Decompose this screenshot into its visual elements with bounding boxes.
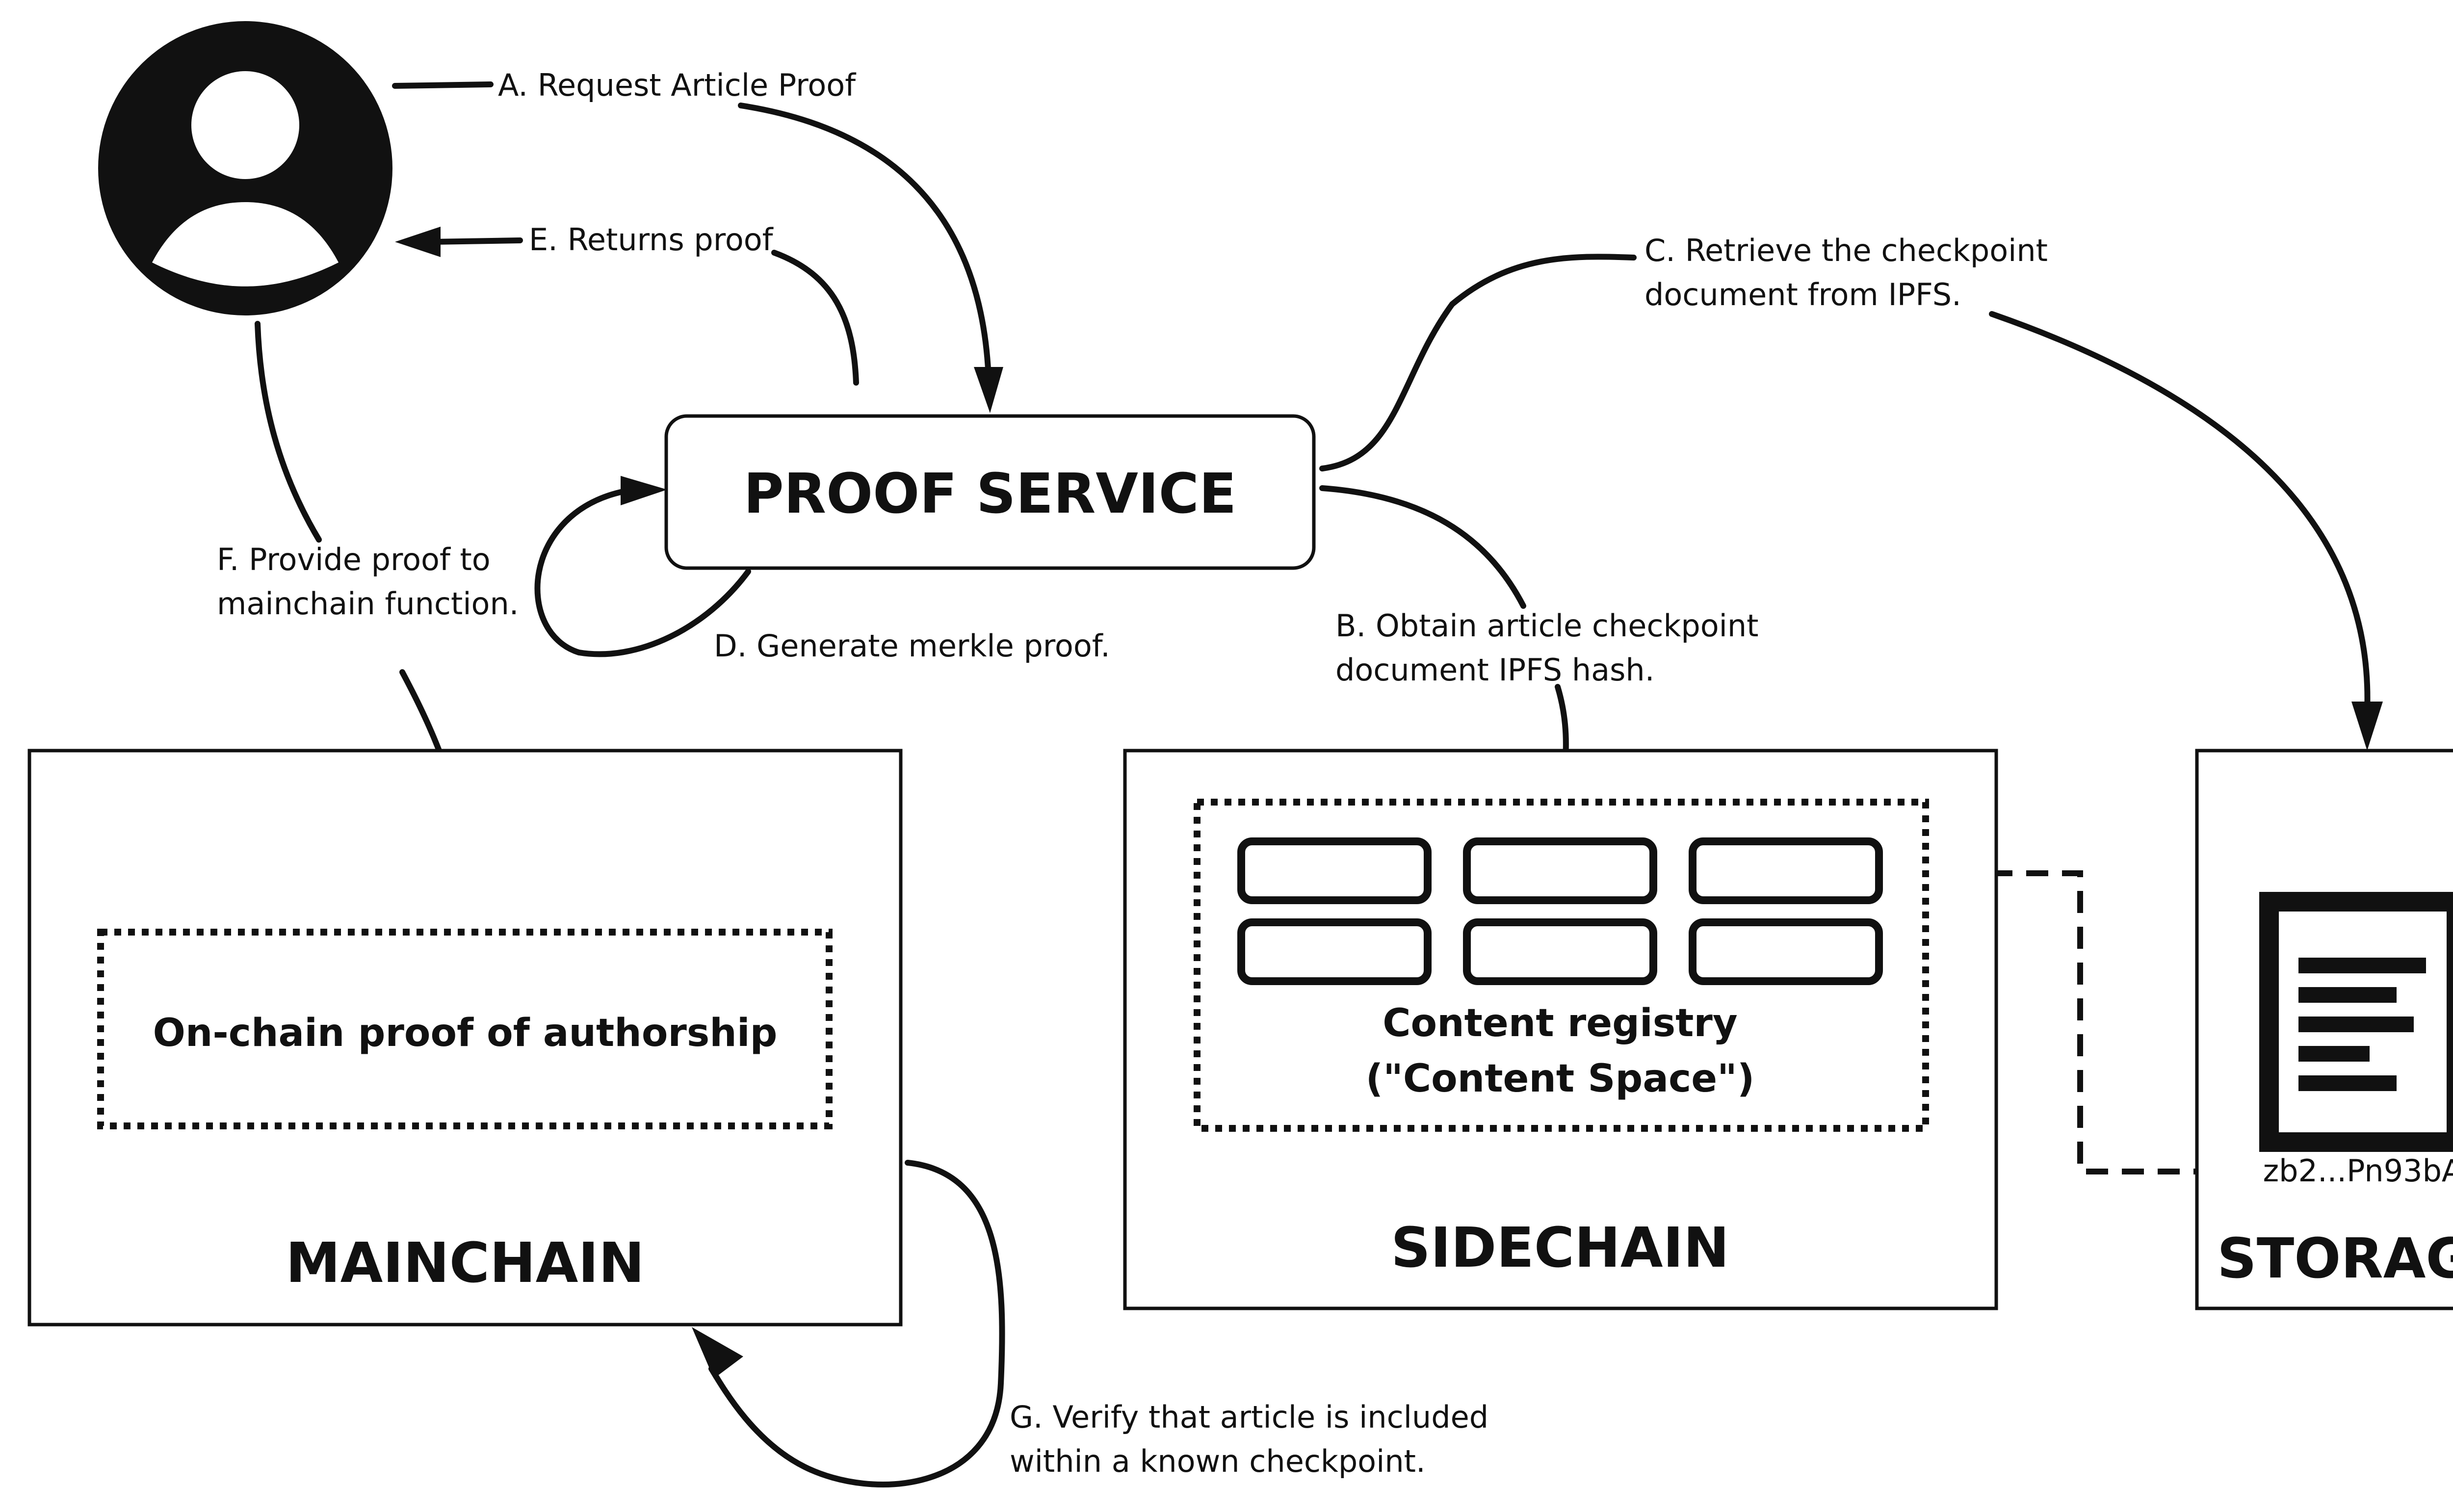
registry-cell bbox=[1463, 837, 1657, 904]
proof-service-title: PROOF SERVICE bbox=[744, 462, 1237, 526]
document-icon bbox=[2259, 892, 2453, 1152]
content-registry-box bbox=[1194, 799, 1929, 1132]
step-c-label-line2: document from IPFS. bbox=[1644, 277, 1961, 313]
step-b-label-line2: document IPFS hash. bbox=[1335, 652, 1654, 688]
step-g-label-line1: G. Verify that article is included bbox=[1010, 1399, 1488, 1435]
step-d-label: D. Generate merkle proof. bbox=[714, 628, 1110, 664]
arrow-a-request bbox=[392, 81, 494, 89]
storage-hash-label: zb2...Pn93bA bbox=[2263, 1153, 2453, 1189]
arrow-d-head bbox=[621, 476, 667, 505]
registry-cell bbox=[1237, 837, 1432, 904]
storage-title: STORAGE bbox=[2217, 1227, 2453, 1291]
arrow-c-curve-start bbox=[1319, 254, 1637, 471]
user-avatar-icon bbox=[98, 21, 392, 315]
step-a-label: A. Request Article Proof bbox=[498, 67, 857, 103]
arrow-b-curve bbox=[1319, 485, 1526, 609]
onchain-proof-label: On-chain proof of authorship bbox=[153, 1011, 778, 1055]
arrow-c-curve-end bbox=[1989, 311, 2371, 714]
mainchain-title: MAINCHAIN bbox=[286, 1231, 645, 1295]
registry-cell bbox=[1237, 918, 1432, 985]
arrow-e-curve bbox=[771, 250, 859, 386]
step-f-label-line2: mainchain function. bbox=[217, 586, 519, 622]
arrow-e-returns bbox=[429, 237, 523, 245]
registry-cell bbox=[1689, 918, 1883, 985]
content-registry-label: Content registry bbox=[1383, 1001, 1737, 1045]
arrow-e-head bbox=[395, 227, 441, 257]
registry-cell bbox=[1689, 837, 1883, 904]
step-f-label-line1: F. Provide proof to bbox=[217, 542, 491, 577]
proof-service-box bbox=[664, 414, 1316, 570]
step-c-label-line1: C. Retrieve the checkpoint bbox=[1644, 233, 2048, 268]
mainchain-box bbox=[27, 749, 903, 1327]
arrow-f-curve bbox=[255, 321, 322, 543]
arrow-d-loop bbox=[534, 488, 751, 657]
registry-storage-link bbox=[1883, 870, 2208, 1174]
step-g-label-line2: within a known checkpoint. bbox=[1010, 1443, 1426, 1479]
step-b-label-line1: B. Obtain article checkpoint bbox=[1335, 608, 1758, 644]
onchain-proof-box bbox=[97, 929, 833, 1129]
registry-cell bbox=[1463, 918, 1657, 985]
arrow-g-loop bbox=[708, 1160, 1005, 1487]
arrow-c-head bbox=[2351, 702, 2383, 751]
content-registry-sublabel: ("Content Space") bbox=[1366, 1057, 1755, 1101]
sidechain-title: SIDECHAIN bbox=[1391, 1216, 1729, 1280]
arrow-g-head bbox=[692, 1327, 743, 1379]
registry-cells bbox=[1237, 837, 1883, 985]
step-e-label: E. Returns proof bbox=[529, 222, 774, 258]
arrow-a-head bbox=[974, 367, 1003, 413]
arrow-a-curve bbox=[738, 103, 992, 381]
